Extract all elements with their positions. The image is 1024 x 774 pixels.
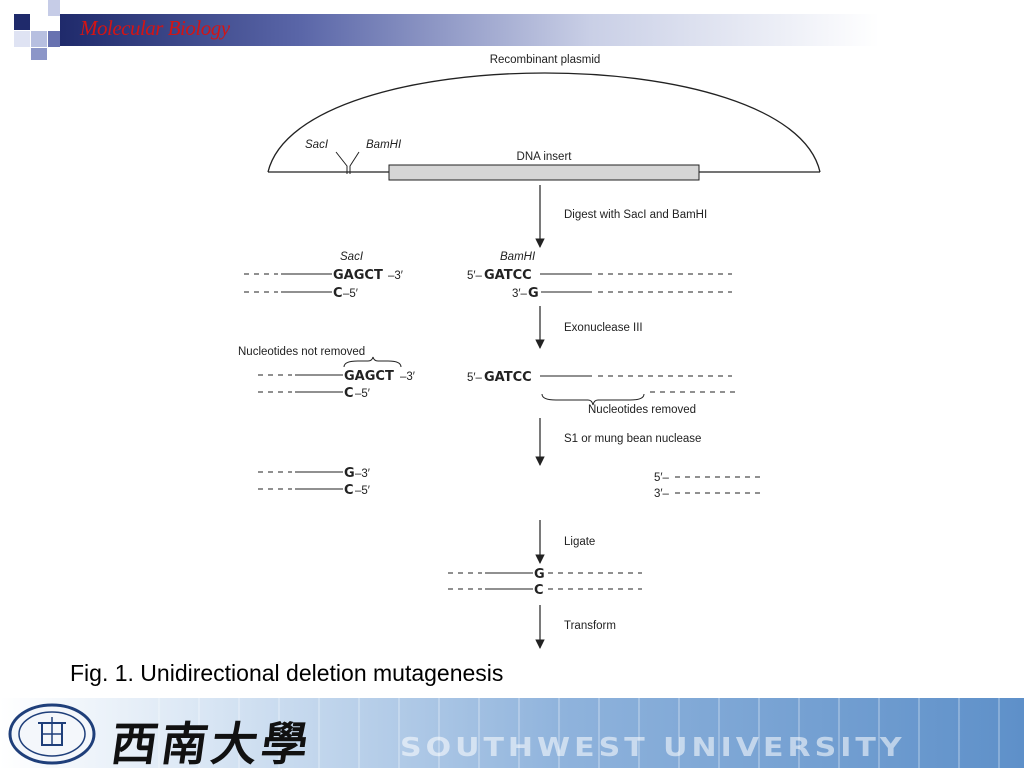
- bamhi-label-top: BamHI: [366, 139, 402, 151]
- figure-caption: Fig. 1. Unidirectional deletion mutagene…: [70, 660, 504, 686]
- saci-label-top: SacI: [305, 139, 329, 151]
- bamhi-label: BamHI: [500, 251, 536, 263]
- lig-bot-seq: C: [534, 583, 544, 598]
- s1-bot-seq: C: [344, 483, 354, 498]
- footer-band: [0, 698, 1024, 768]
- bamhi-bot-start: 3′–: [512, 288, 528, 300]
- right-bot-start: 3′–: [654, 488, 670, 500]
- exo-top-start: 5′–: [467, 372, 483, 384]
- lig-top-seq: G: [534, 567, 545, 582]
- bamhi-top-seq: GATCC: [484, 268, 532, 283]
- nr-bot-seq: C: [344, 386, 354, 401]
- site-marker-saci: [335, 151, 348, 174]
- header-title: Molecular Biology: [80, 16, 230, 40]
- university-name-chinese: 西南大學: [107, 717, 316, 771]
- plasmid-label: Recombinant plasmid: [490, 54, 601, 66]
- s1-top-end: –3′: [355, 468, 370, 480]
- university-seal-icon: [8, 703, 96, 765]
- dna-insert-label: DNA insert: [517, 151, 573, 163]
- nr-top-seq: GAGCT: [344, 369, 394, 384]
- s1-top-seq: G: [344, 466, 355, 481]
- saci-bot-end: –5′: [343, 288, 358, 300]
- dna-insert-box: [388, 164, 700, 181]
- footer-pattern: [120, 698, 1020, 768]
- not-removed-brace: [343, 356, 402, 368]
- exo-top-seq: GATCC: [484, 370, 532, 385]
- header-band: [60, 14, 1024, 46]
- nr-bot-end: –5′: [355, 388, 370, 400]
- step-s1-nuclease: S1 or mung bean nuclease: [564, 433, 701, 445]
- bamhi-top-start: 5′–: [467, 270, 483, 282]
- saci-bot-seq: C: [333, 286, 343, 301]
- bamhi-bot-seq: G: [528, 286, 539, 301]
- removed-label: Nucleotides removed: [588, 404, 696, 416]
- saci-top-end: –3′: [388, 270, 403, 282]
- removed-brace: [541, 393, 645, 406]
- step-transform: Transform: [564, 620, 616, 632]
- plasmid-arc: [267, 72, 821, 173]
- not-removed-label: Nucleotides not removed: [238, 346, 365, 358]
- nr-top-end: –3′: [400, 371, 415, 383]
- right-top-start: 5′–: [654, 472, 670, 484]
- site-marker-bamhi: [349, 151, 360, 174]
- step-digest: Digest with SacI and BamHI: [564, 209, 707, 221]
- s1-bot-end: –5′: [355, 485, 370, 497]
- saci-label: SacI: [340, 251, 364, 263]
- university-name-english: SOUTHWEST UNIVERSITY: [400, 733, 906, 763]
- step-ligate: Ligate: [564, 536, 595, 548]
- saci-top-seq: GAGCT: [333, 268, 383, 283]
- step-exonuclease: Exonuclease III: [564, 322, 643, 334]
